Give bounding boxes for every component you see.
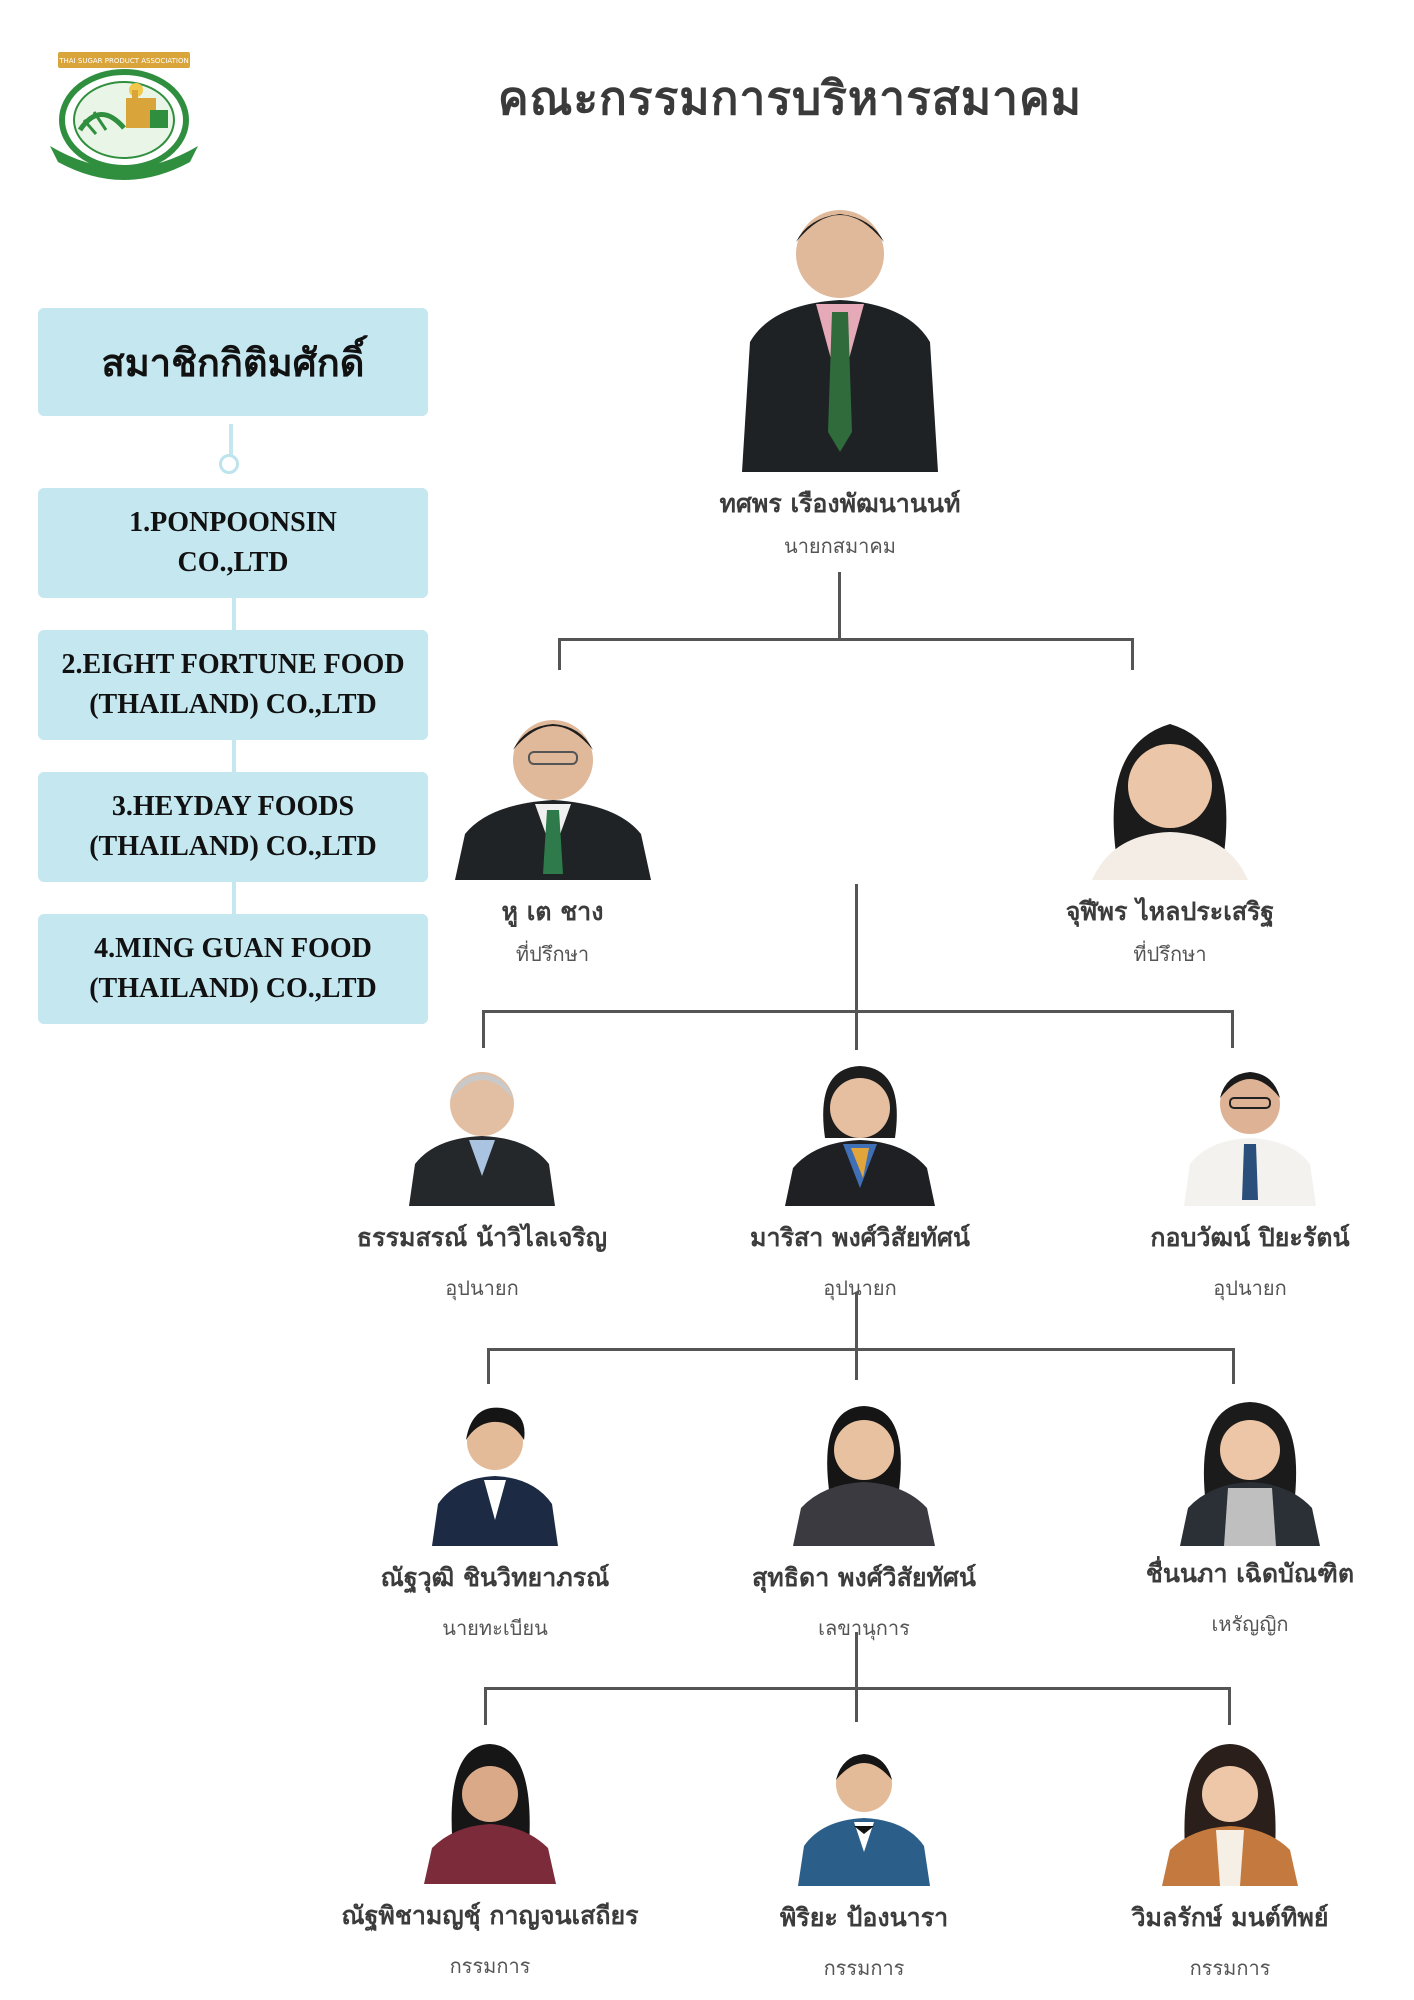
connector-line (838, 572, 841, 640)
connector-line (558, 638, 1134, 641)
vice-president-photo-1 (409, 1060, 555, 1206)
vice-president-role-2: อุปนายก (823, 1276, 897, 1300)
officer-role-1: นายทะเบียน (442, 1616, 548, 1640)
connector-line (487, 1348, 1235, 1351)
connector-line (558, 638, 561, 670)
panel-connector-dot (219, 454, 239, 474)
committee-role-1: กรรมการ (449, 1954, 531, 1978)
honorary-member-2: 2.EIGHT FORTUNE FOOD (THAILAND) CO.,LTD (38, 630, 428, 740)
committee-role-3: กรรมการ (1189, 1956, 1271, 1980)
panel-connector (232, 740, 236, 776)
officer-name-3: ชื่นนภา เฉิดบัณฑิต (1145, 1559, 1355, 1588)
committee-photo-3 (1162, 1740, 1298, 1886)
page-title: คณะกรรมการบริหารสมาคม (497, 71, 1083, 125)
advisor-role-1: ที่ปรึกษา (515, 942, 590, 966)
committee-name-3: วิมลรักษ์ มนต์ทิพย์ (1131, 1903, 1329, 1932)
officer-name-1: ณัฐวุฒิ ชินวิทยาภรณ์ (380, 1563, 610, 1592)
officer-photo-3 (1180, 1396, 1320, 1546)
vice-president-photo-3 (1184, 1060, 1316, 1206)
honorary-members-title: สมาชิกกิติมศักดิ์ (38, 308, 428, 416)
connector-line (1131, 638, 1134, 670)
committee-card-2: พิริยะ ป้องนารา กรรมการ (714, 1742, 1014, 1984)
connector-line (1228, 1687, 1231, 1725)
honorary-member-3: 3.HEYDAY FOODS (THAILAND) CO.,LTD (38, 772, 428, 882)
committee-role-2: กรรมการ (823, 1956, 905, 1980)
honorary-member-1: 1.PONPOONSIN CO.,LTD (38, 488, 428, 598)
officer-name-2: สุทธิดา พงศ์วิสัยทัศน์ (752, 1563, 976, 1592)
vice-president-role-1: อุปนายก (445, 1276, 519, 1300)
committee-name-1: ณัฐพิชามญชุ์ กาญจนเสถียร (341, 1901, 639, 1930)
committee-photo-1 (424, 1740, 556, 1884)
vice-president-name-3: กอบวัฒน์ ปิยะรัตน์ (1150, 1223, 1350, 1252)
officer-photo-1 (432, 1400, 558, 1546)
advisor-photo-2 (1082, 704, 1258, 880)
officer-card-1: ณัฐวุฒิ ชินวิทยาภรณ์ นายทะเบียน (345, 1400, 645, 1644)
connector-line (484, 1687, 487, 1725)
connector-line (487, 1348, 490, 1384)
svg-text:THAI SUGAR PRODUCT ASSOCIATION: THAI SUGAR PRODUCT ASSOCIATION (58, 57, 188, 65)
vice-president-card-3: กอบวัฒน์ ปิยะรัตน์ อุปนายก (1100, 1060, 1400, 1304)
honorary-member-label: 4.MING GUAN FOOD (THAILAND) CO.,LTD (89, 933, 377, 1004)
connector-line (855, 1292, 858, 1380)
honorary-member-label: 2.EIGHT FORTUNE FOOD (THAILAND) CO.,LTD (61, 649, 405, 720)
honorary-title-text: สมาชิกกิติมศักดิ์ (101, 340, 365, 385)
officer-role-3: เหรัญญิก (1211, 1612, 1289, 1636)
honorary-member-label: 1.PONPOONSIN CO.,LTD (129, 507, 337, 578)
officer-card-3: ชื่นนภา เฉิดบัณฑิต เหรัญญิก (1100, 1396, 1400, 1640)
committee-card-1: ณัฐพิชามญชุ์ กาญจนเสถียร กรรมการ (310, 1740, 670, 1982)
vice-president-card-2: มาริสา พงศ์วิสัยทัศน์ อุปนายก (710, 1058, 1010, 1304)
advisor-role-2: ที่ปรึกษา (1133, 942, 1207, 966)
connector-line (855, 1632, 858, 1722)
committee-photo-2 (798, 1742, 930, 1886)
connector-line (1231, 1010, 1234, 1048)
connector-line (482, 1010, 485, 1048)
officer-card-2: สุทธิดา พงศ์วิสัยทัศน์ เลขานุการ (714, 1400, 1014, 1644)
vice-president-name-2: มาริสา พงศ์วิสัยทัศน์ (750, 1223, 970, 1252)
advisor-name-1: หู เต ชาง (501, 897, 604, 926)
honorary-member-4: 4.MING GUAN FOOD (THAILAND) CO.,LTD (38, 914, 428, 1024)
committee-name-2: พิริยะ ป้องนารา (779, 1903, 949, 1932)
advisor-card-2: จุฬีพร ไหลประเสริฐ ที่ปรึกษา (1010, 704, 1330, 970)
honorary-member-label: 3.HEYDAY FOODS (THAILAND) CO.,LTD (89, 791, 377, 862)
president-name: ทศพร เรืองพัฒนานนท์ (719, 489, 961, 518)
vice-president-photo-2 (785, 1058, 935, 1206)
panel-connector (232, 598, 236, 634)
committee-card-3: วิมลรักษ์ มนต์ทิพย์ กรรมการ (1080, 1740, 1380, 1984)
officer-photo-2 (793, 1400, 935, 1546)
vice-president-name-1: ธรรมสรณ์ น้าวิไลเจริญ (356, 1223, 608, 1252)
president-card: ทศพร เรืองพัฒนานนท์ นายกสมาคม (630, 192, 1050, 562)
advisor-card-1: หู เต ชาง ที่ปรึกษา (380, 704, 725, 970)
panel-connector (232, 882, 236, 918)
advisor-photo-1 (454, 704, 651, 880)
advisor-name-2: จุฬีพร ไหลประเสริฐ (1065, 897, 1275, 926)
panel-connector (229, 424, 233, 466)
president-photo (742, 192, 938, 472)
vice-president-card-1: ธรรมสรณ์ น้าวิไลเจริญ อุปนายก (332, 1060, 632, 1304)
vice-president-role-3: อุปนายก (1213, 1276, 1287, 1300)
connector-line (1232, 1348, 1235, 1384)
association-logo: THAI SUGAR PRODUCT ASSOCIATION (40, 50, 208, 182)
president-role: นายกสมาคม (784, 534, 896, 558)
connector-line (484, 1687, 1230, 1690)
connector-line (482, 1010, 1234, 1013)
officer-role-2: เลขานุการ (818, 1616, 910, 1640)
connector-line (855, 884, 858, 1050)
